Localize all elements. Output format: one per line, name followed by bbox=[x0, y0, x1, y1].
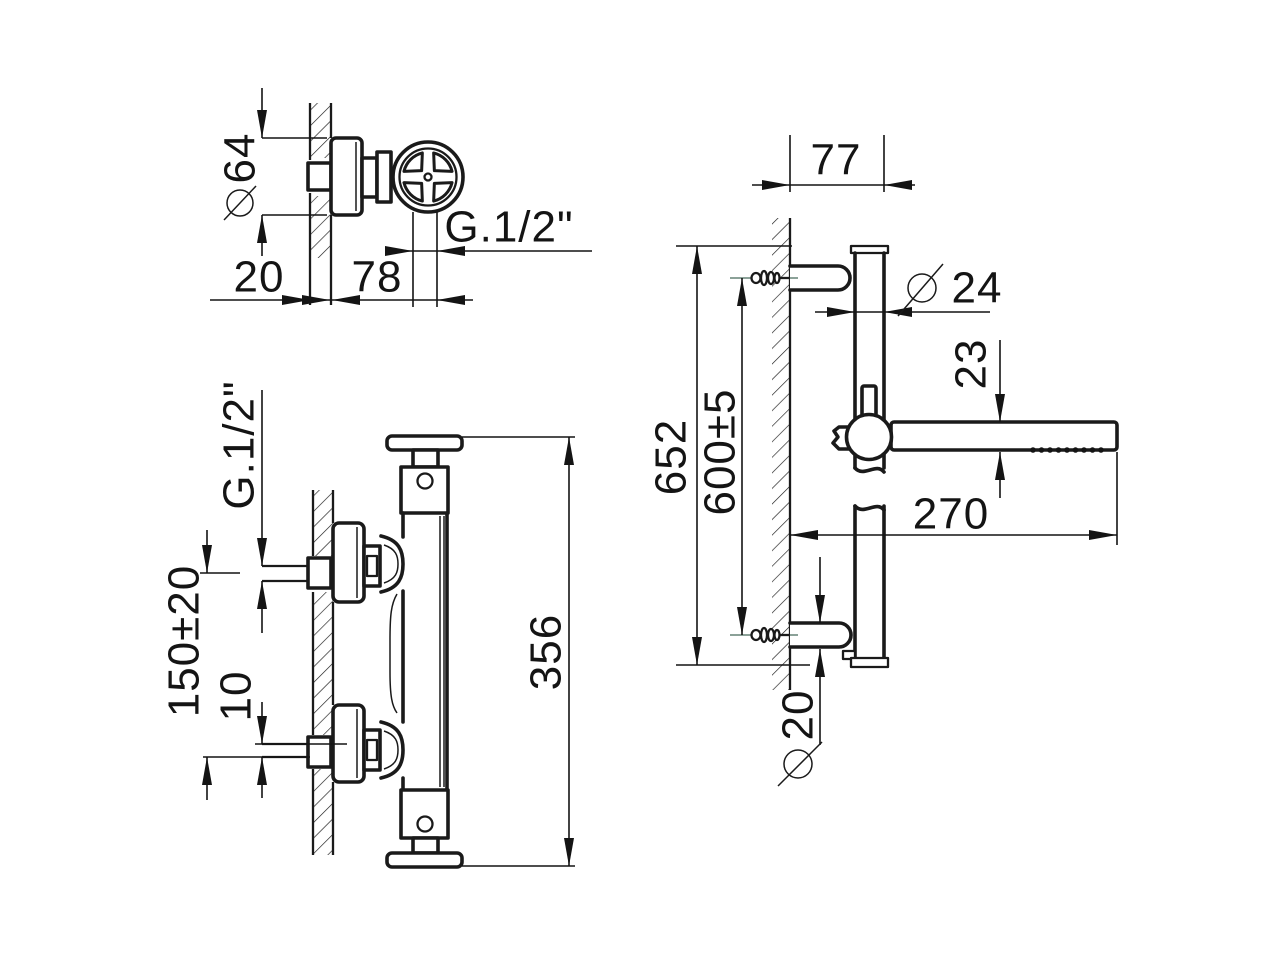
wall-hatching bbox=[310, 103, 331, 158]
dim-inlet-spacing: 150±20 bbox=[160, 565, 209, 718]
mixer-body bbox=[385, 434, 464, 869]
dim-rail-diameter: 24 bbox=[952, 264, 1003, 313]
hand-shower bbox=[831, 384, 1119, 462]
screw-hole bbox=[416, 472, 434, 490]
diameter-symbol bbox=[897, 263, 944, 317]
supply-stub bbox=[306, 161, 333, 192]
slider-holder bbox=[844, 412, 894, 462]
wall-hatching bbox=[313, 592, 333, 735]
screw-hole bbox=[416, 815, 434, 833]
handshower-barrel bbox=[889, 420, 1119, 452]
dim-outlet-thread: G.1/2" bbox=[444, 203, 573, 252]
escutcheon bbox=[329, 136, 364, 217]
dim-inlet-offset: 10 bbox=[212, 671, 261, 722]
slider-clamp bbox=[860, 384, 878, 418]
diameter-symbol bbox=[223, 185, 257, 221]
mixer-front-view: G.1/2" 150±20 10 356 bbox=[160, 380, 575, 869]
valve-neck bbox=[360, 156, 379, 199]
dim-inlet-thread: G.1/2" bbox=[215, 380, 264, 509]
supply-stub bbox=[306, 556, 333, 590]
bottom-cap bbox=[385, 851, 464, 869]
upper-union bbox=[331, 521, 405, 604]
valve-side-view: 64 20 78 G.1/2" bbox=[210, 88, 592, 307]
rail-break-line bbox=[853, 504, 886, 512]
rail-top-cap bbox=[849, 244, 890, 255]
wall-hatching bbox=[310, 196, 331, 258]
valve-bonnet bbox=[375, 150, 393, 204]
dim-wall-thickness: 20 bbox=[234, 253, 285, 302]
wall-section bbox=[308, 103, 333, 305]
slide-rail bbox=[841, 244, 890, 669]
wall-section bbox=[311, 490, 335, 855]
dim-handshower-length: 270 bbox=[913, 490, 989, 539]
mounting-screw-bottom bbox=[730, 626, 798, 644]
shower-rail-side-view: 77 24 23 652 600±5 270 20 bbox=[647, 135, 1119, 787]
wall-section bbox=[772, 218, 792, 690]
dim-projection: 78 bbox=[352, 253, 403, 302]
rail-dimension-lines: 77 24 23 652 600±5 270 20 bbox=[647, 135, 1118, 787]
escutcheon bbox=[331, 521, 366, 604]
dim-bracket-depth: 77 bbox=[811, 136, 862, 185]
valve-body bbox=[306, 136, 393, 217]
valve-dimension-lines: 64 20 78 G.1/2" bbox=[210, 88, 592, 307]
wall-hatching bbox=[313, 490, 333, 556]
spray-nozzles bbox=[1030, 447, 1104, 453]
rail-break-line bbox=[853, 466, 886, 474]
top-bracket bbox=[788, 264, 852, 292]
wall-hatching bbox=[313, 769, 333, 855]
dim-bracket-spacing: 600±5 bbox=[696, 388, 745, 515]
dim-escutcheon-diameter: 64 bbox=[216, 133, 265, 184]
bottom-bracket bbox=[788, 621, 853, 649]
supply-stub bbox=[306, 735, 333, 769]
dim-overall-height: 356 bbox=[522, 614, 571, 690]
handwheel bbox=[391, 140, 465, 214]
rail-end-stop bbox=[841, 649, 857, 661]
dim-handshower-diameter: 23 bbox=[947, 339, 996, 390]
wall-hatching bbox=[772, 218, 790, 690]
dim-arm-diameter: 20 bbox=[774, 690, 823, 741]
dim-overall-height: 652 bbox=[647, 419, 696, 495]
rail-bottom-cap bbox=[849, 656, 890, 669]
mixer-dimension-lines: G.1/2" 150±20 10 356 bbox=[160, 380, 575, 867]
diameter-symbol bbox=[777, 741, 823, 787]
lower-union bbox=[331, 703, 405, 784]
top-cap bbox=[385, 434, 464, 452]
